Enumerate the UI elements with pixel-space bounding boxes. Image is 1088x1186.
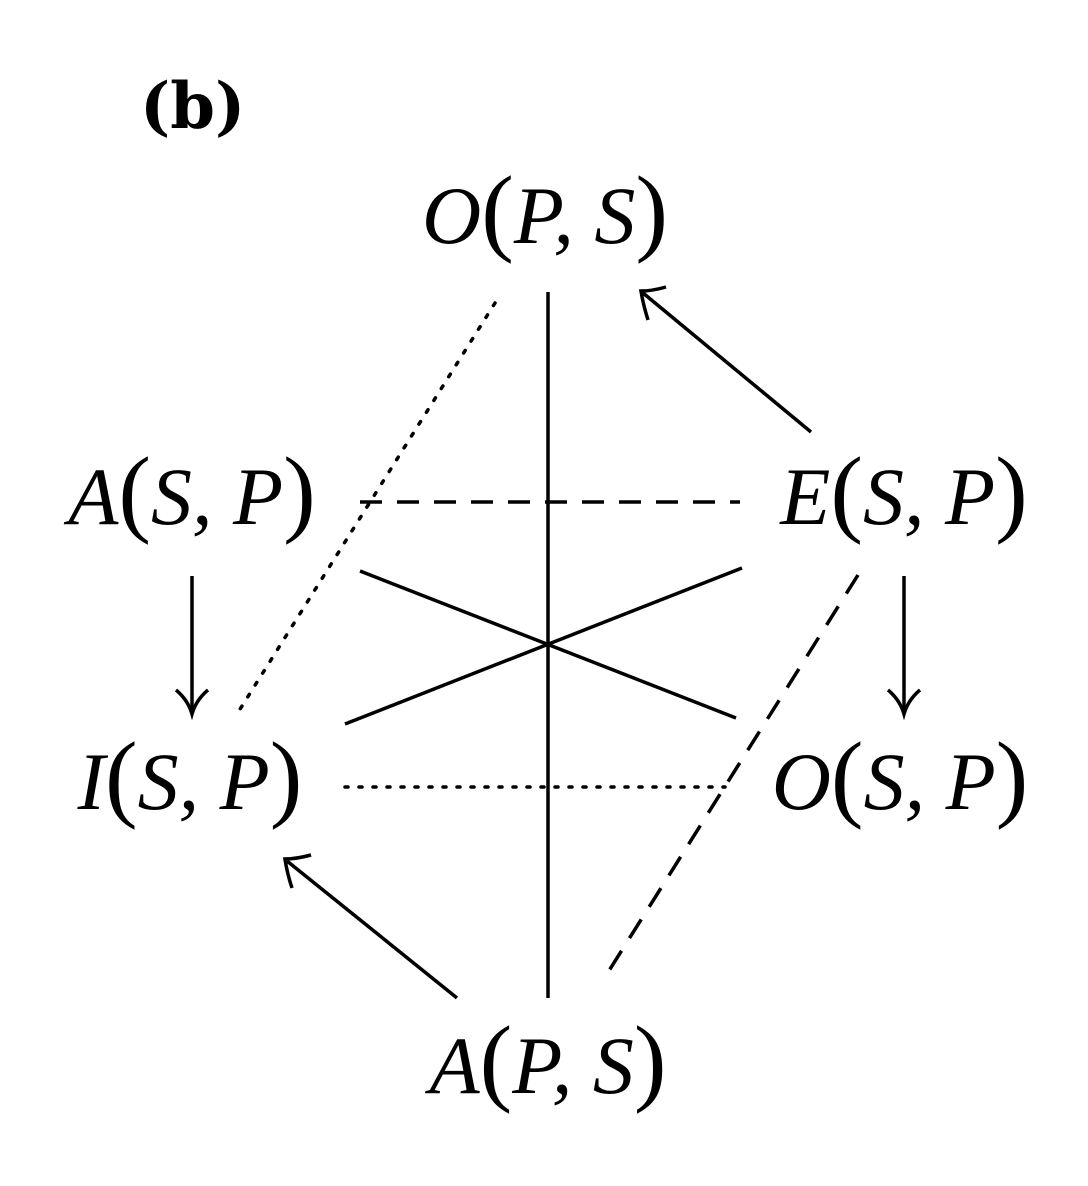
node-lower-left: I(S, P) (77, 723, 303, 831)
panel-label: (b) (140, 69, 245, 144)
arrow-upper-left-lower-left (174, 576, 210, 721)
edge-top-lower-left (235, 301, 497, 716)
node-top: O(P, S) (422, 157, 668, 265)
edge-upper-right-bottom (603, 574, 860, 978)
node-lower-right: O(S, P) (772, 723, 1029, 831)
edge-upper-right-lower-left (344, 566, 743, 726)
node-bottom: A(P, S) (425, 1007, 667, 1115)
arrow-upper-right-lower-right (886, 576, 922, 721)
arrow-upper-right-top (638, 285, 813, 434)
node-upper-left: A(S, P) (63, 438, 315, 546)
node-upper-right: E(S, P) (779, 438, 1027, 546)
arrow-bottom-lower-left (282, 853, 459, 1000)
